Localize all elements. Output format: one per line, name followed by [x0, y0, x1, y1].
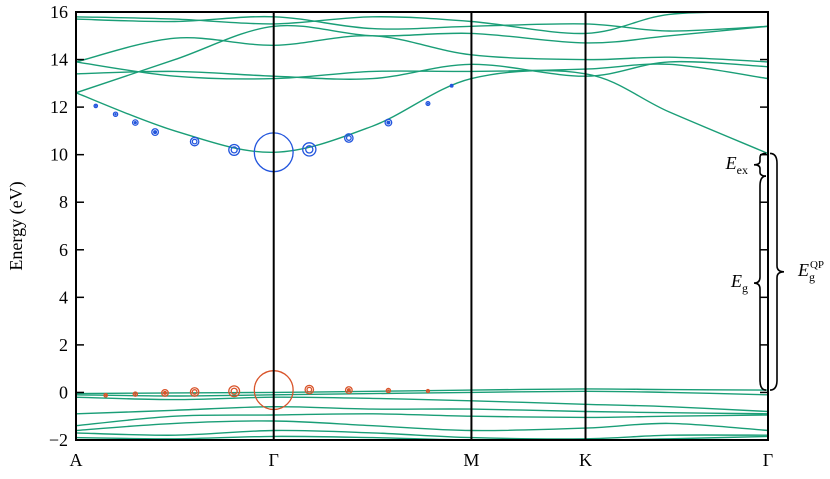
- conduction-weight-circle-7: [302, 142, 317, 157]
- conduction-weight-circle-3: [151, 128, 160, 137]
- band-line-0: [76, 69, 768, 155]
- valence-weight-inner-3: [191, 389, 198, 395]
- x-tick-label-3: K: [579, 450, 592, 470]
- conduction-weight-circle-2: [131, 119, 139, 126]
- conduction-weight-circle-5: [228, 143, 241, 156]
- conduction-weight-inner-4: [191, 138, 198, 145]
- band-line-3: [76, 34, 768, 63]
- x-tick-label-4: Γ: [763, 450, 773, 470]
- x-tick-label-0: A: [70, 450, 83, 470]
- optical-gap-brace: [753, 175, 767, 391]
- x-tick-label-2: M: [463, 450, 479, 470]
- conduction-weight-circle-0: [93, 103, 99, 109]
- y-axis-ticks: −2 0 2 4 6 8 10 12 14 16: [49, 2, 768, 450]
- valence-weight-dot-9: [427, 390, 429, 392]
- valence-weight-dot-1: [134, 392, 137, 396]
- y-tick-label-8: 14: [50, 50, 68, 70]
- valence-weight-circle-2: [161, 388, 169, 397]
- y-tick-label-6: 10: [50, 145, 68, 165]
- band-line-10: [76, 405, 768, 415]
- conduction-weight-circle-10: [425, 100, 431, 107]
- conduction-weight-inner-5: [230, 146, 238, 154]
- y-tick-label-9: 16: [50, 2, 68, 22]
- conduction-weight-circle-4: [189, 136, 200, 147]
- valence-weight-dot-0: [104, 394, 107, 397]
- valence-weight-dot-7: [346, 388, 351, 393]
- band-line-1: [76, 61, 768, 80]
- y-tick-label-3: 4: [59, 287, 68, 307]
- band-line-6: [76, 12, 768, 35]
- valence-weight-inner-6: [306, 386, 313, 393]
- y-tick-label-4: 6: [59, 240, 68, 260]
- valence-weight-circle-4: [228, 385, 241, 398]
- exciton-brace: [753, 152, 767, 177]
- valence-weight-dot-8: [387, 389, 390, 392]
- valence-weight-inner-4: [230, 387, 238, 395]
- conduction-weight-circle-9: [384, 118, 393, 127]
- valence-weight-circle-7: [344, 386, 353, 395]
- plot-frame: [75, 11, 769, 441]
- conduction-weight-dot-2: [133, 120, 137, 125]
- y-tick-label-2: 2: [59, 335, 68, 355]
- conduction-weight-dot-10: [426, 102, 430, 105]
- exciton-energy-label: Eex: [725, 153, 748, 177]
- y-tick-label-5: 8: [59, 192, 68, 212]
- band-line-9: [76, 396, 768, 413]
- y-axis-label: Energy (eV): [6, 181, 27, 270]
- qp-gap-brace: [769, 152, 785, 391]
- conduction-weight-dot-0: [94, 104, 97, 107]
- y-tick-label-0: −2: [49, 430, 68, 450]
- band-line-8: [76, 390, 768, 397]
- conduction-weight-dot-11: [450, 84, 453, 87]
- valence-weight-circle-8: [385, 387, 392, 394]
- valence-weight-circle-0: [103, 392, 109, 398]
- band-line-4: [76, 24, 768, 94]
- optical-gap-label: Eg: [730, 271, 748, 295]
- conduction-weight-dot-1: [114, 113, 117, 116]
- valence-weight-circle-9: [425, 388, 431, 394]
- valence-weight-dot-2: [162, 390, 167, 395]
- conduction-weight-inner-7: [305, 145, 314, 154]
- band-line-12: [76, 420, 768, 432]
- valence-weight-circle-3: [189, 387, 200, 397]
- band-line-5: [76, 15, 768, 32]
- valence-weight-circle-1: [132, 391, 139, 397]
- high-symmetry-lines: [272, 12, 587, 440]
- y-tick-label-1: 0: [59, 382, 68, 402]
- y-tick-label-7: 12: [50, 97, 68, 117]
- valence-weight-circle-6: [304, 384, 315, 395]
- weight-circles: [93, 83, 454, 411]
- band-line-13: [76, 429, 768, 440]
- band-line-11: [76, 413, 768, 427]
- conduction-weight-circle-8: [343, 133, 354, 143]
- conduction-weight-dot-3: [153, 130, 158, 135]
- x-tick-label-1: Γ: [269, 450, 279, 470]
- conduction-weight-circle-11: [449, 83, 454, 88]
- conduction-weight-circle-1: [112, 111, 119, 117]
- conduction-weight-dot-9: [386, 120, 391, 125]
- band-lines: [76, 12, 768, 440]
- conduction-weight-inner-8: [345, 135, 352, 141]
- band-line-2: [76, 60, 768, 80]
